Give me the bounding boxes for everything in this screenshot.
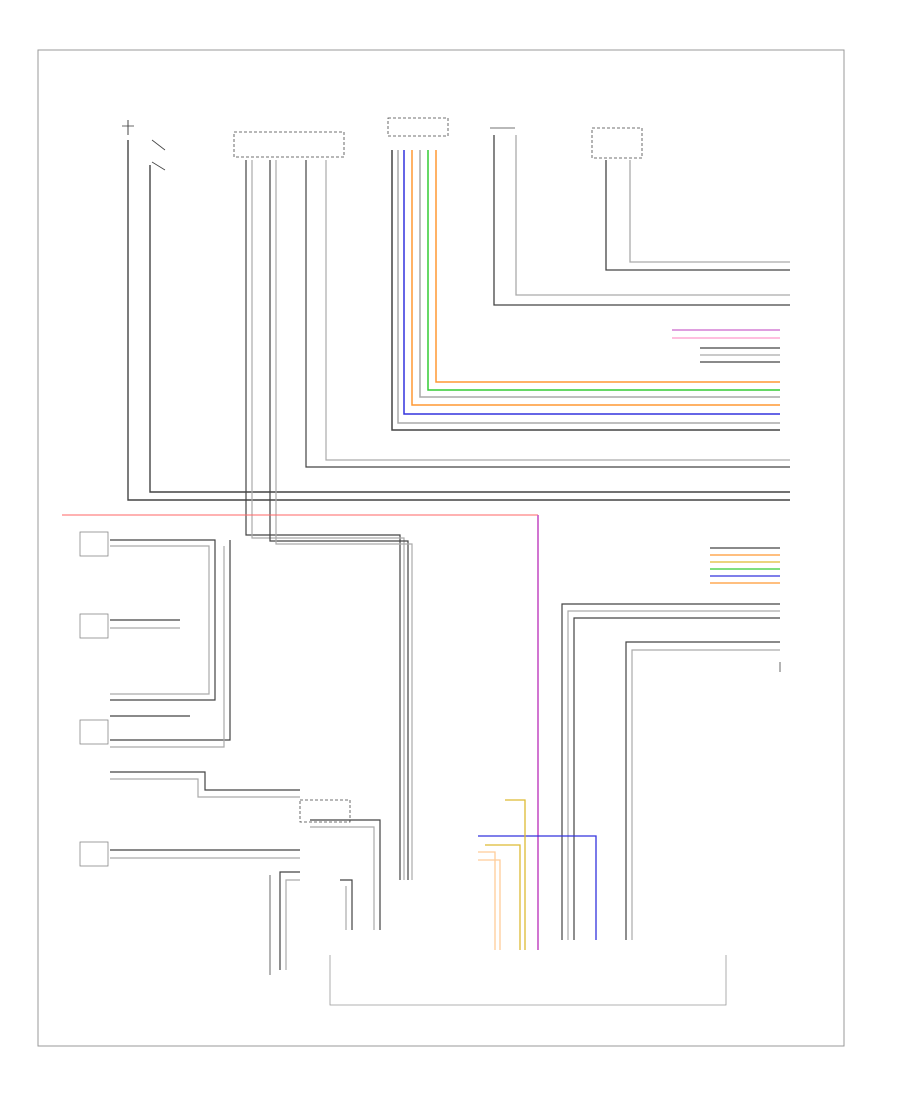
antenna-amplifier-lower [79,841,300,867]
main-module-bottom [329,955,727,1006]
amplifier-top [79,531,216,701]
steering-wheel-control-module [387,117,449,137]
diagram-frame [37,49,845,1047]
receiver-bottom [478,799,597,950]
control-module-left [79,540,300,798]
wire-group-veu [605,160,790,271]
wire-group-colored-bus [391,150,780,431]
wire-red-main [62,514,539,950]
infotainment-control-module [233,131,345,158]
wire-group-infotainment [245,160,790,880]
wire-group-telematics [493,135,790,306]
connector-right [561,547,780,940]
instrument-cluster [122,120,166,171]
vehicle-electronic-unit [591,127,643,159]
wire-group-cluster [127,140,790,501]
wire-group-small-colored [672,329,780,363]
switch-module [279,799,381,970]
antenna-amplifier [79,613,180,639]
